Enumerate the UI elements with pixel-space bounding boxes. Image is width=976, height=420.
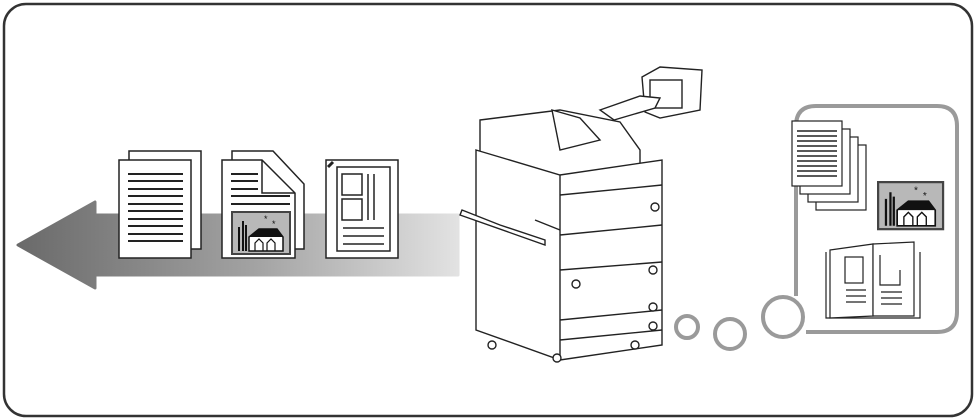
booklet-icon — [825, 241, 921, 319]
thought-bubble-icon — [674, 104, 959, 351]
page-stack-icon — [791, 120, 867, 211]
photo-icon — [875, 179, 946, 232]
photo-document-icon — [221, 150, 305, 259]
printer-icon — [459, 66, 703, 363]
layout-document-icon — [325, 159, 399, 259]
text-document-icon — [118, 150, 202, 259]
